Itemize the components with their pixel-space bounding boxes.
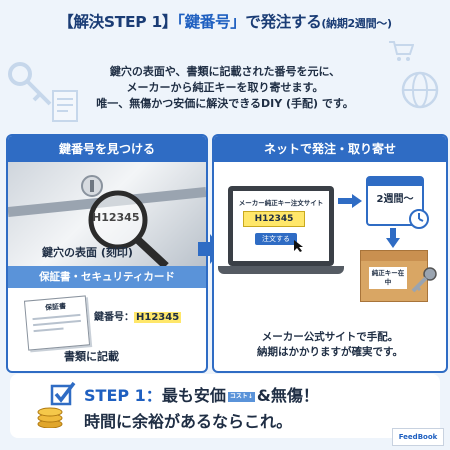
intro-text: 鍵穴の表面や、書類に記載された番号を元に、 メーカーから純正キーを取り寄せます。…: [40, 64, 410, 112]
cheapest-text: 最も安価: [161, 386, 226, 405]
cart-icon: [389, 41, 414, 61]
order-site-title: メーカー純正キー注文サイト: [238, 199, 324, 207]
package-box-icon: 純正キー在中: [360, 250, 428, 302]
online-order-header: ネットで発注・取り寄せ: [214, 136, 446, 162]
key-icon: [411, 267, 437, 293]
key-number-line: 鍵番号：H12345: [94, 308, 182, 323]
lock-surface-caption: 鍵穴の表面 (刻印): [42, 246, 133, 259]
document-title: 保証書: [44, 302, 67, 312]
step-summary: STEP 1：最も安価コスト↓&無傷！ 時間に余裕があるならこれ。: [10, 374, 440, 438]
find-key-number-header: 鍵番号を見つける: [8, 136, 206, 162]
arrow-right-small-icon: [338, 194, 362, 208]
step-label: STEP 1：: [84, 386, 162, 405]
arrow-down-icon: [386, 228, 400, 248]
key-number-value: H12345: [134, 312, 182, 323]
title-prefix: 【解決STEP 1】: [58, 13, 178, 31]
calendar-label: 2週間〜: [376, 194, 414, 205]
warranty-document: 保証書: [23, 295, 91, 351]
lock-cylinder-illustration: [8, 175, 206, 269]
key-icon: [8, 62, 52, 106]
cursor-icon: [294, 240, 303, 252]
laptop-icon: メーカー純正キー注文サイト H12345 注文する: [228, 186, 334, 266]
laptop-base: [218, 266, 344, 274]
summary-line2: 時間に余裕があるならこれ。: [84, 412, 293, 431]
box-label: 純正キー在中: [369, 267, 407, 289]
intro-line1: 鍵穴の表面や、書類に記載された番号を元に、: [109, 65, 341, 78]
intro-line2: メーカーから純正キーを取り寄せます。: [126, 81, 324, 94]
title-note: (納期2週間〜): [321, 17, 392, 30]
coin-stack-icon: [37, 407, 63, 428]
title-highlight: 「鍵番号」: [177, 13, 246, 31]
brand-logo: FeedBook: [392, 428, 444, 446]
online-order-panel: ネットで発注・取り寄せ メーカー純正キー注文サイト H12345 注文する 2週…: [212, 134, 448, 373]
engraved-key-code: H12345: [92, 211, 140, 224]
warranty-card-subheader: 保証書・セキュリティカード: [8, 266, 206, 288]
document-icon: [52, 90, 78, 122]
cost-down-badge: コスト↓: [227, 391, 255, 402]
key-number-label: 鍵番号：: [94, 312, 134, 323]
clock-icon: [409, 209, 429, 229]
title-suffix: で発注する: [245, 13, 322, 31]
no-damage-text: &無傷！: [256, 386, 319, 405]
order-caption-line1: メーカー公式サイトで手配。: [261, 331, 399, 343]
order-caption: メーカー公式サイトで手配。 納期はかかりますが確実です。: [214, 330, 446, 360]
find-key-number-panel: 鍵番号を見つける H12345 鍵穴の表面 (刻印) 保証書・セキュリティカード…: [6, 134, 208, 373]
document-caption: 書類に記載: [64, 350, 119, 363]
checkbox-checked-icon: [50, 381, 76, 406]
order-caption-line2: 納期はかかりますが確実です。: [257, 346, 403, 358]
door-lock-image: H12345: [8, 162, 206, 269]
summary-line1: STEP 1：最も安価コスト↓&無傷！: [84, 382, 319, 406]
page-title: 【解決STEP 1】「鍵番号」で発注する(納期2週間〜): [0, 10, 450, 32]
order-button[interactable]: 注文する: [255, 233, 297, 245]
laptop-screen: メーカー純正キー注文サイト H12345 注文する: [233, 191, 329, 261]
key-number-input[interactable]: H12345: [243, 211, 305, 227]
globe-icon: [401, 71, 439, 109]
intro-line3: 唯一、無傷かつ安価に解決できるDIY (手配) です。: [96, 97, 354, 110]
